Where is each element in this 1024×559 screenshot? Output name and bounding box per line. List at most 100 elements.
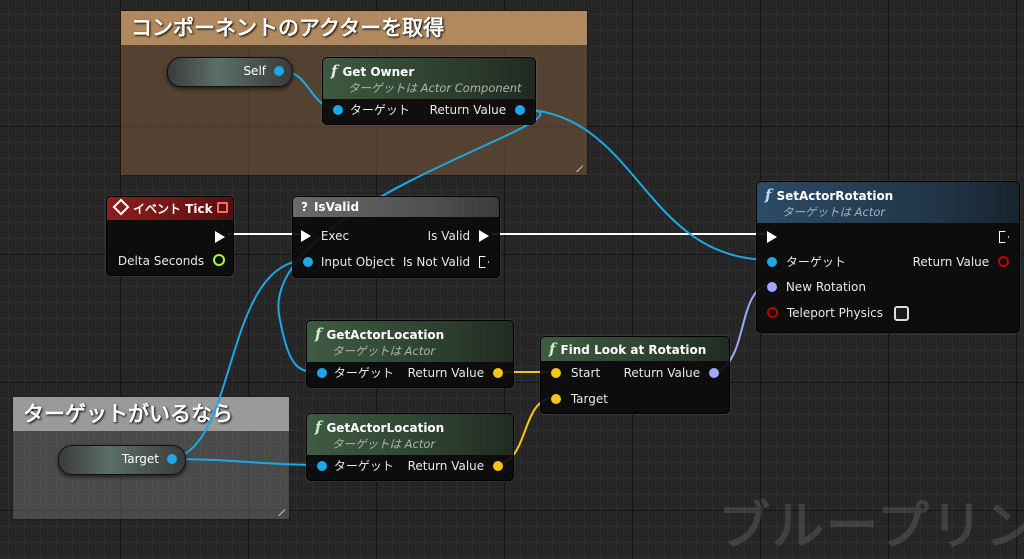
exec-input-pin-icon[interactable] [767, 231, 777, 243]
target-label: Target [121, 452, 159, 466]
get-owner-header: f Get Owner ターゲットは Actor Component [323, 58, 535, 99]
set-actor-rotation-target-row[interactable]: ターゲット [767, 254, 846, 270]
vector-output-pin[interactable] [493, 461, 503, 471]
is-not-valid-row[interactable]: Is Not Valid [403, 254, 489, 270]
float-output-pin[interactable] [213, 254, 225, 266]
is-not-valid-label: Is Not Valid [402, 255, 471, 269]
set-actor-rotation-return-label: Return Value [912, 255, 990, 269]
get-owner-subtitle: ターゲットは Actor Component [348, 81, 522, 95]
comment-get-owner-title: コンポーネントのアクターを取得 [121, 11, 587, 45]
get-actor-location-2-target-row[interactable]: ターゲット [317, 458, 394, 474]
wire-target-getloc2 [165, 458, 323, 466]
is-valid-out-row[interactable]: Is Valid [428, 228, 489, 244]
event-tick-title: イベント Tick [133, 202, 213, 216]
set-actor-rotation-exec-out[interactable] [999, 229, 1009, 245]
function-icon: f [315, 418, 322, 436]
target-variable-node[interactable]: Target [58, 445, 186, 475]
get-actor-location-1-target-label: ターゲット [333, 366, 394, 380]
find-look-at-start-row[interactable]: Start [551, 365, 600, 381]
exec-output-hollow-pin-icon[interactable] [999, 231, 1009, 243]
event-delegate-icon[interactable] [217, 202, 228, 213]
find-look-at-target-row[interactable]: Target [551, 391, 608, 407]
get-owner-return-row[interactable]: Return Value [430, 102, 525, 118]
bool-input-pin[interactable] [767, 307, 778, 318]
start-label: Start [570, 366, 601, 380]
self-label: Self [243, 64, 266, 78]
get-actor-location-1-target-row[interactable]: ターゲット [317, 365, 394, 381]
event-tick-delta-row[interactable]: Delta Seconds [118, 253, 225, 269]
wire-target-isvalid [165, 259, 309, 460]
find-look-at-return-row[interactable]: Return Value [624, 365, 719, 381]
exec-input-pin-icon[interactable] [301, 230, 311, 242]
function-icon: f [549, 340, 556, 358]
get-actor-location-1-subtitle: ターゲットは Actor [332, 344, 436, 358]
object-input-pin[interactable] [317, 368, 327, 378]
object-input-pin[interactable] [333, 105, 343, 115]
get-actor-location-1-return-row[interactable]: Return Value [408, 365, 503, 381]
teleport-physics-row[interactable]: Teleport Physics [767, 305, 909, 321]
get-owner-title: Get Owner [342, 65, 415, 79]
get-actor-location-2-return-row[interactable]: Return Value [408, 458, 503, 474]
self-output-pin[interactable] [274, 66, 284, 76]
is-valid-header: ? IsValid [293, 197, 499, 217]
new-rotation-row[interactable]: New Rotation [767, 279, 866, 295]
object-input-pin[interactable] [767, 257, 777, 267]
delta-seconds-label: Delta Seconds [117, 254, 205, 268]
comment-if-target-title: ターゲットがいるなら [13, 397, 289, 431]
vector-input-pin[interactable] [551, 368, 561, 378]
vector-input-pin[interactable] [551, 394, 561, 404]
object-input-pin[interactable] [303, 257, 313, 267]
function-icon: f [331, 62, 338, 80]
event-tick-node[interactable]: イベント Tick Delta Seconds [106, 196, 234, 276]
exec-output-pin-icon[interactable] [215, 231, 225, 243]
teleport-physics-label: Teleport Physics [786, 306, 884, 320]
object-input-pin[interactable] [317, 461, 327, 471]
find-look-at-header: f Find Look at Rotation [541, 337, 729, 361]
object-output-pin[interactable] [515, 105, 525, 115]
find-look-at-title: Find Look at Rotation [560, 343, 707, 357]
wire-owner-setrot [515, 108, 772, 261]
get-actor-location-2-subtitle: ターゲットは Actor [332, 437, 436, 451]
self-variable-node[interactable]: Self [167, 57, 293, 87]
set-actor-rotation-return-row[interactable]: Return Value [913, 254, 1009, 270]
rotator-input-pin[interactable] [767, 282, 777, 292]
get-actor-location-1-return-label: Return Value [407, 366, 485, 380]
is-valid-out-label: Is Valid [427, 229, 471, 243]
event-diamond-icon [112, 198, 130, 216]
exec-output-hollow-pin-icon[interactable] [479, 256, 489, 268]
is-valid-input-object-row[interactable]: Input Object [303, 254, 395, 270]
function-icon: f [765, 186, 772, 204]
set-actor-rotation-exec-in[interactable] [767, 229, 777, 245]
get-actor-location-2-target-label: ターゲット [333, 459, 394, 473]
find-look-at-return-label: Return Value [623, 366, 701, 380]
function-icon: f [315, 325, 322, 343]
is-valid-node[interactable]: ? IsValid Exec Is Valid Input Object Is N… [292, 196, 500, 278]
find-look-at-rotation-node[interactable]: f Find Look at Rotation Start Target Retu… [540, 336, 730, 414]
get-actor-location-1-header: f GetActorLocation ターゲットは Actor [307, 321, 513, 362]
is-valid-exec-in-row[interactable]: Exec [301, 228, 349, 244]
get-actor-location-2-return-label: Return Value [407, 459, 485, 473]
is-valid-exec-label: Exec [320, 229, 350, 243]
target-output-pin[interactable] [167, 454, 177, 464]
get-owner-target-label: ターゲット [349, 103, 410, 117]
exec-output-pin-icon[interactable] [479, 230, 489, 242]
question-icon: ? [301, 200, 308, 214]
teleport-physics-checkbox[interactable] [893, 306, 909, 321]
vector-output-pin[interactable] [493, 368, 503, 378]
get-actor-location-node-1[interactable]: f GetActorLocation ターゲットは Actor ターゲット Ret… [306, 320, 514, 388]
get-owner-return-label: Return Value [429, 103, 507, 117]
get-owner-target-row[interactable]: ターゲット [333, 102, 410, 118]
event-tick-exec-out[interactable] [215, 229, 225, 245]
get-actor-location-1-title: GetActorLocation [326, 328, 445, 342]
bool-output-pin[interactable] [998, 256, 1009, 267]
new-rotation-label: New Rotation [785, 280, 867, 294]
is-valid-title: IsValid [313, 200, 360, 214]
input-object-label: Input Object [320, 255, 395, 269]
event-tick-header: イベント Tick [107, 197, 233, 220]
rotator-output-pin[interactable] [709, 368, 719, 378]
